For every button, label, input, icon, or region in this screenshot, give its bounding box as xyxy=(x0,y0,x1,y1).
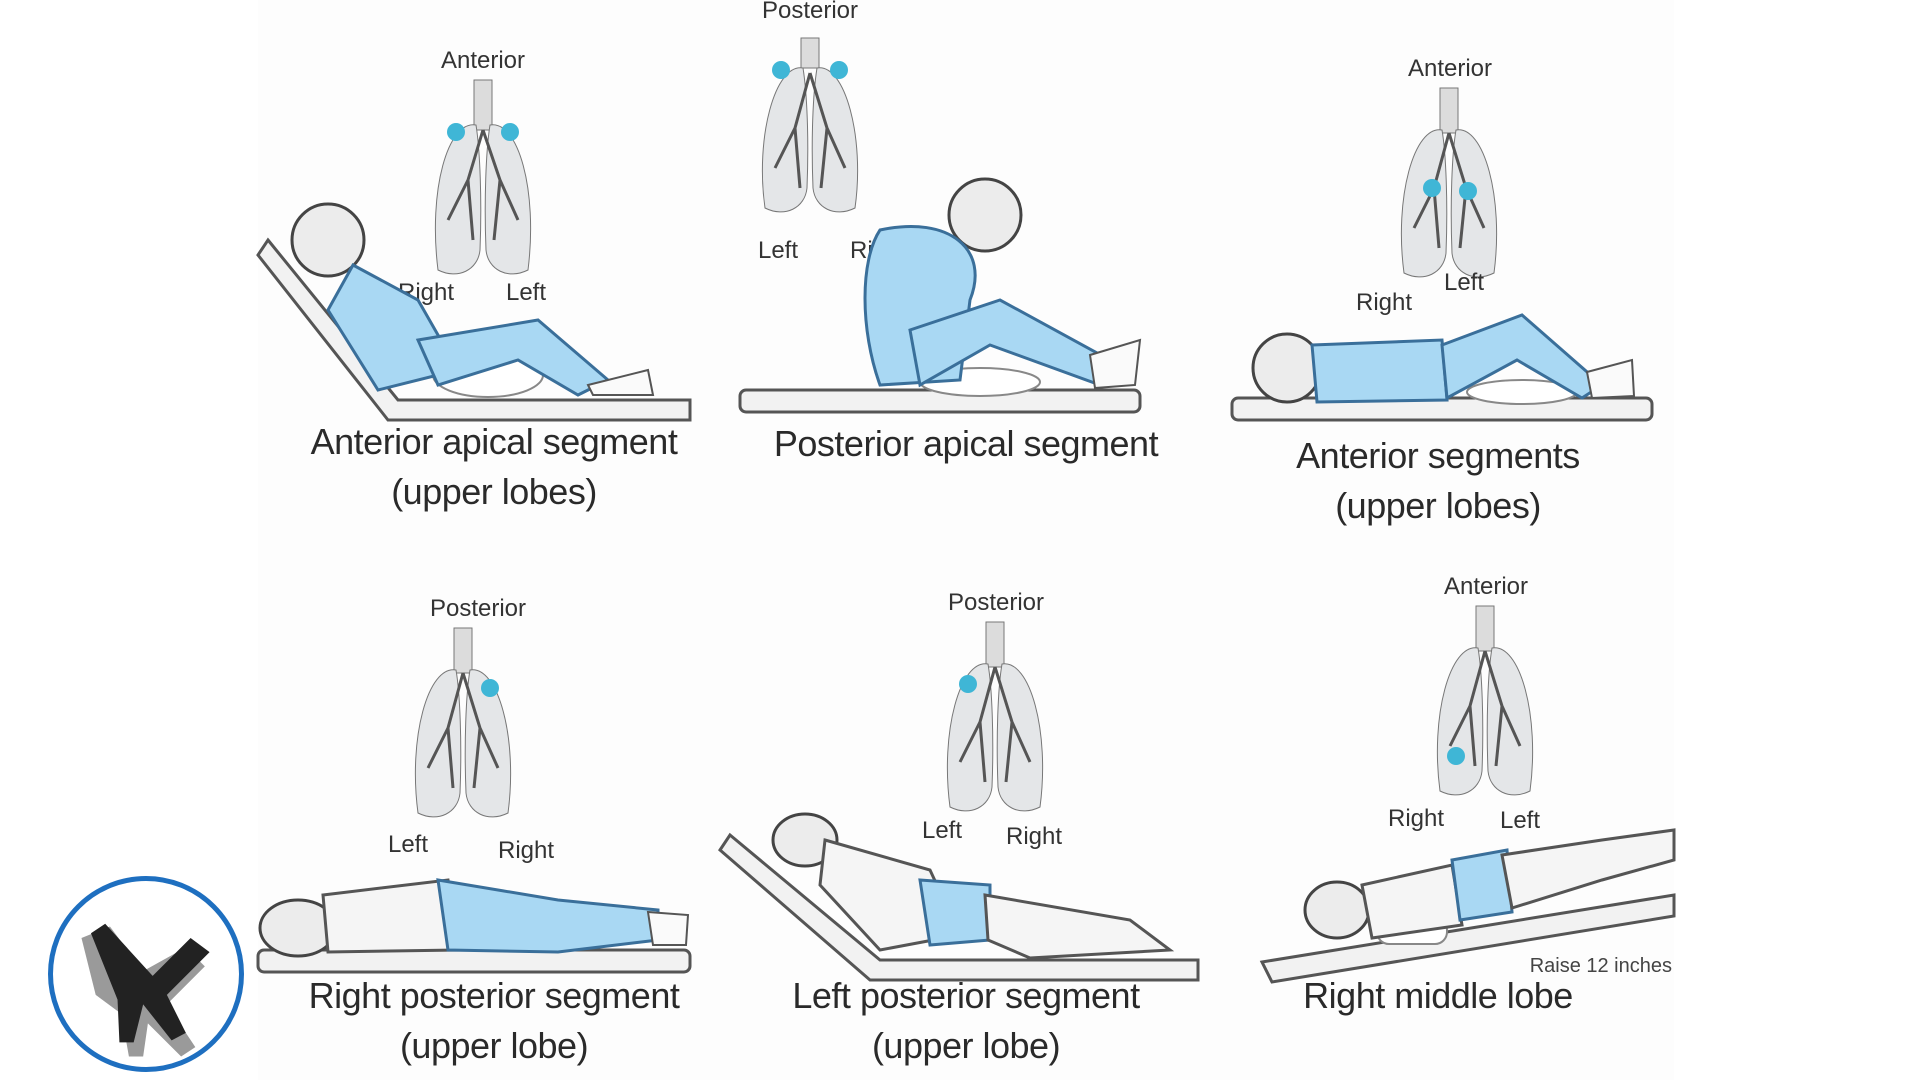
highlight-dot xyxy=(501,123,519,141)
side-label-left: Right xyxy=(1356,289,1412,316)
patient-illustration xyxy=(718,812,1200,982)
view-label: Posterior xyxy=(948,589,1044,616)
highlight-dot xyxy=(772,61,790,79)
side-label-left: Right xyxy=(1388,805,1444,832)
caption-line-1: Right posterior segment xyxy=(308,975,680,1016)
lungs-icon xyxy=(761,37,859,213)
highlight-dot xyxy=(1447,747,1465,765)
side-label-right: Left xyxy=(1500,807,1540,834)
highlight-dot xyxy=(447,123,465,141)
caption-line-2: (upper lobes) xyxy=(391,471,597,512)
panel-left-posterior: Posterior Left Right Left xyxy=(718,540,1202,1080)
panel-right-posterior: Posterior Left Right Righ xyxy=(256,540,730,1080)
view-label: Anterior xyxy=(1408,55,1492,82)
caption-line-2: (upper lobe) xyxy=(871,1025,1061,1066)
panel-illustration: Posterior Left Right xyxy=(738,0,1142,414)
side-label-left: Left xyxy=(758,237,798,264)
caption-line-1: Posterior apical segment xyxy=(773,423,1159,464)
patient-illustration xyxy=(1259,828,1676,984)
caption-line-1: Left posterior segment xyxy=(792,975,1140,1016)
view-label: Anterior xyxy=(1444,573,1528,600)
caption-line-1: Anterior segments xyxy=(1296,435,1580,476)
panel-illustration: Anterior Right Left xyxy=(1259,573,1676,984)
caption-line-1: Anterior apical segment xyxy=(310,421,678,462)
lungs-icon xyxy=(434,79,532,275)
highlight-dot xyxy=(481,679,499,697)
highlight-dot xyxy=(830,61,848,79)
highlight-dot xyxy=(1459,182,1477,200)
panel-illustration: Anterior Right Left xyxy=(256,47,692,422)
patient-illustration xyxy=(256,878,692,974)
hands-icon xyxy=(81,923,210,1057)
view-label: Anterior xyxy=(441,47,525,74)
side-label-left: Left xyxy=(922,817,962,844)
panel-illustration: Posterior Left Right xyxy=(718,589,1200,982)
panel-anterior-apical: Anterior Right Left xyxy=(256,0,730,540)
caption-line-2: (upper lobe) xyxy=(399,1025,589,1066)
panel-illustration: Posterior Left Right xyxy=(256,595,692,974)
postural-drainage-figure: Anterior Right Left xyxy=(256,0,1676,1080)
patient-illustration xyxy=(256,202,692,422)
caption-line-1: Right middle lobe xyxy=(1303,975,1573,1016)
highlight-dot xyxy=(959,675,977,693)
panel-anterior-segments: Anterior Right Left xyxy=(1202,0,1674,540)
view-label: Posterior xyxy=(430,595,526,622)
side-label-right: Left xyxy=(506,279,546,306)
lungs-icon xyxy=(1436,605,1534,796)
panel-right-middle-lobe: Anterior Right Left xyxy=(1202,540,1676,1080)
panel-illustration: Anterior Right Left xyxy=(1230,55,1654,422)
highlight-dot xyxy=(1423,179,1441,197)
lungs-icon xyxy=(414,627,512,818)
lungs-icon xyxy=(1400,87,1498,278)
patient-illustration xyxy=(1230,313,1654,422)
view-label: Posterior xyxy=(762,0,858,24)
patient-illustration xyxy=(738,177,1142,414)
panel-posterior-apical: Posterior Left Right xyxy=(730,0,1202,540)
tilt-note: Raise 12 inches xyxy=(1530,955,1672,977)
side-label-right: Left xyxy=(1444,269,1484,296)
caption-line-2: (upper lobes) xyxy=(1335,485,1541,526)
side-label-right: Right xyxy=(498,837,554,864)
side-label-left: Left xyxy=(388,831,428,858)
lungs-icon xyxy=(946,621,1044,812)
hands-logo xyxy=(48,876,244,1072)
side-label-right: Right xyxy=(1006,823,1062,850)
